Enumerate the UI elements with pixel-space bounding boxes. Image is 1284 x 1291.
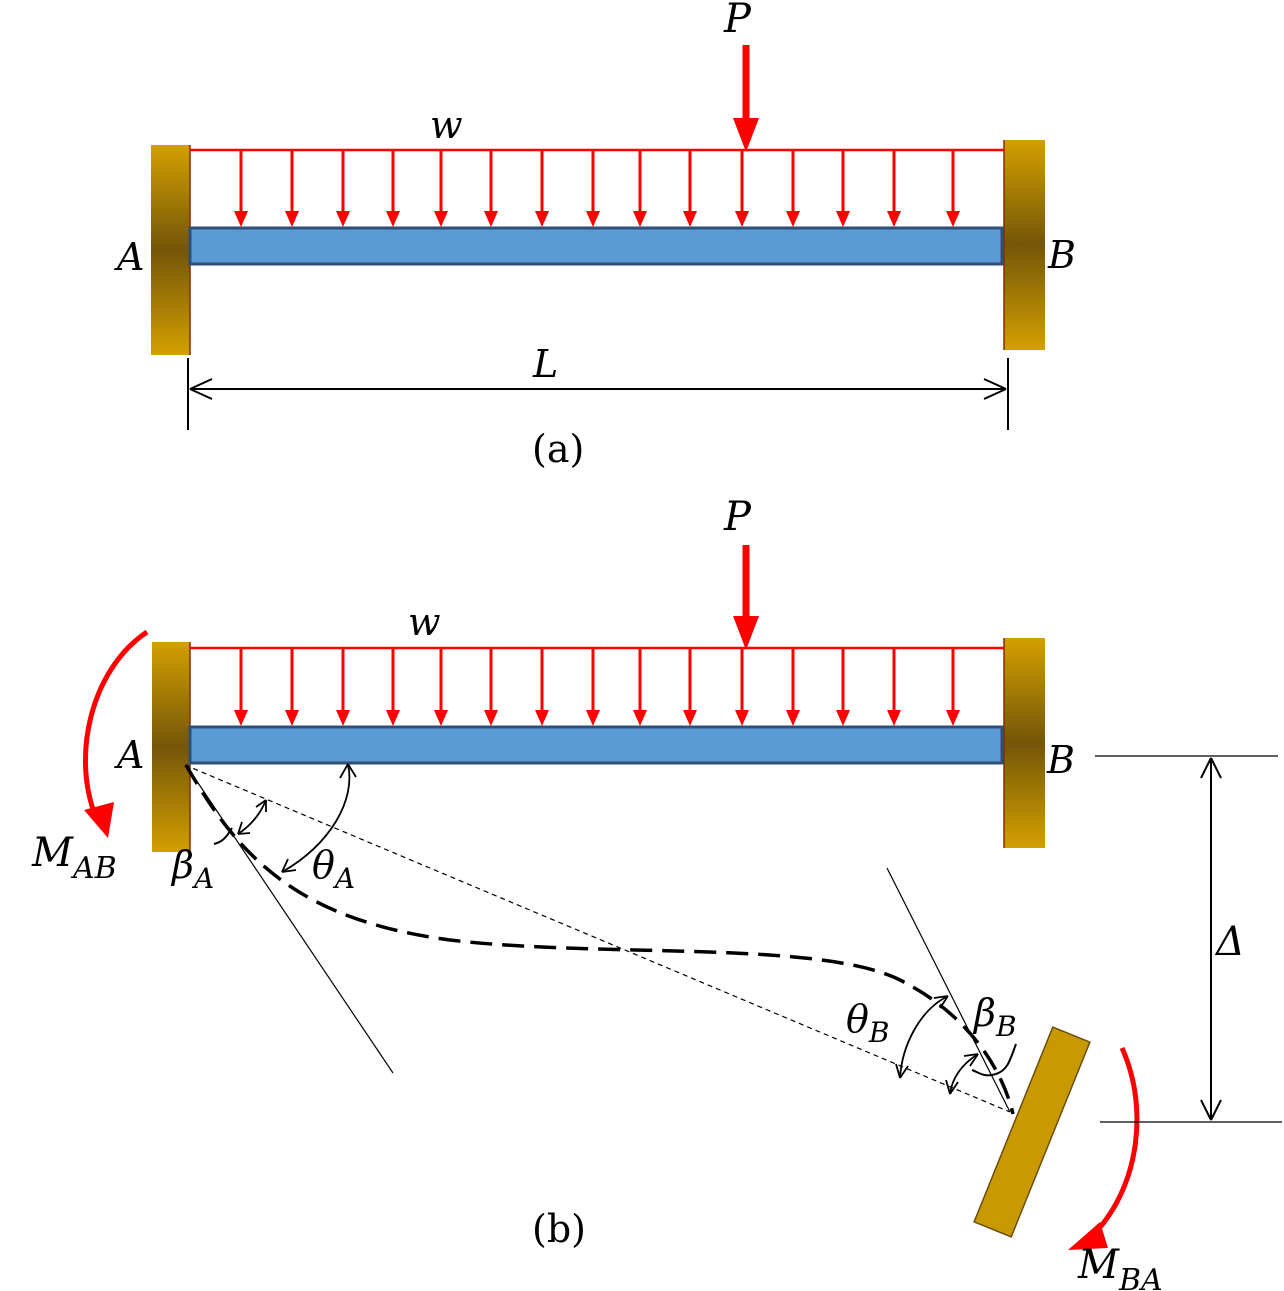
label-theta-a: θA	[312, 843, 355, 895]
load-arrowhead-a-7	[535, 211, 549, 227]
theta-b-arc	[899, 995, 949, 1079]
tangent-line-b	[886, 867, 1011, 1113]
beam-b	[188, 725, 1004, 765]
load-arrowhead-a-1	[234, 211, 248, 227]
load-arrowhead-a-12	[786, 211, 800, 227]
load-arrowhead-b-2	[285, 710, 299, 726]
wall-b	[1003, 140, 1045, 350]
load-arrowhead-b-11	[735, 710, 749, 726]
theta-b-arrowhead-top	[933, 995, 949, 1009]
theta-a-arrowhead-top	[339, 763, 357, 779]
load-arrowhead-a-2	[285, 211, 299, 227]
caption-b: (b)	[532, 1207, 586, 1251]
load-arrowhead-a-5	[434, 211, 448, 227]
theta-a-arrowhead-bottom	[281, 858, 297, 873]
beam-a	[188, 226, 1004, 266]
label-b-a: B	[1047, 233, 1076, 277]
point-load-arrowhead-a	[733, 118, 759, 152]
load-arrowhead-a-8	[586, 211, 600, 227]
beta-b-arrowhead-bottom	[945, 1079, 959, 1095]
distributed-load-arrows-b	[234, 649, 960, 726]
load-arrowhead-b-4	[386, 710, 400, 726]
moment-ab-arrowhead	[84, 802, 114, 838]
load-arrowhead-b-5	[434, 710, 448, 726]
diagram-b: P w A B MAB MBA βA θA θB βB Δ (b)	[31, 494, 1282, 1291]
label-m-ba: MBA	[1077, 1242, 1163, 1291]
load-arrowhead-a-11	[735, 211, 749, 227]
label-w-a: w	[430, 103, 463, 147]
label-p-b: P	[723, 494, 752, 540]
label-p-a: P	[723, 0, 752, 42]
beta-b-brace	[971, 1043, 1017, 1077]
load-arrowhead-a-4	[386, 211, 400, 227]
label-a-b: A	[114, 733, 144, 777]
load-arrowhead-b-12	[786, 710, 800, 726]
dim-arrowhead-left	[189, 378, 213, 400]
beta-a-brace	[213, 827, 233, 845]
label-beta-b: βB	[972, 991, 1017, 1043]
moment-ab-arrow	[82, 629, 149, 824]
beta-a-arrowhead-bottom	[237, 821, 251, 835]
label-b-b: B	[1046, 738, 1075, 782]
load-arrowhead-a-15	[946, 211, 960, 227]
load-arrowhead-b-14	[887, 710, 901, 726]
delta-arrowhead-top	[1200, 757, 1222, 779]
beta-a-arc	[237, 799, 267, 835]
load-arrowhead-a-14	[887, 211, 901, 227]
tangent-line-a	[185, 764, 394, 1074]
label-theta-b: θB	[846, 997, 889, 1049]
deflected-shape	[184, 764, 1015, 1115]
load-arrowhead-a-9	[633, 211, 647, 227]
load-arrowhead-b-1	[234, 710, 248, 726]
load-arrowhead-b-10	[683, 710, 697, 726]
theta-b-arrowhead-bottom	[895, 1063, 909, 1079]
theta-a-arc	[281, 763, 351, 873]
load-arrowhead-a-13	[836, 211, 850, 227]
load-arrowhead-b-13	[836, 710, 850, 726]
load-arrowhead-b-3	[336, 710, 350, 726]
wall-a	[151, 145, 191, 355]
beta-b-arc	[949, 1053, 979, 1095]
moment-ba-arrow	[1090, 1046, 1140, 1238]
diagram-a: P w A B L (a)	[114, 0, 1076, 471]
load-arrowhead-b-7	[535, 710, 549, 726]
label-w-b: w	[408, 600, 441, 644]
beta-b-arrowhead-top	[963, 1053, 979, 1067]
caption-a: (a)	[532, 427, 584, 471]
wall-b-b	[1003, 638, 1045, 848]
load-arrowhead-a-6	[484, 211, 498, 227]
load-arrowhead-b-6	[484, 710, 498, 726]
moment-ba-arrowhead	[1068, 1222, 1108, 1250]
load-arrowhead-b-9	[633, 710, 647, 726]
distributed-load-arrows-a	[234, 151, 960, 227]
label-beta-a: βA	[170, 843, 214, 895]
wall-a-b	[152, 642, 191, 852]
label-m-ab: MAB	[31, 830, 117, 886]
label-l: L	[532, 342, 558, 386]
chord-line	[184, 764, 1011, 1113]
delta-arrowhead-bottom	[1200, 1099, 1222, 1121]
load-arrowhead-b-8	[586, 710, 600, 726]
load-arrowhead-a-3	[336, 211, 350, 227]
wall-b-displaced	[973, 1026, 1091, 1238]
label-delta: Δ	[1214, 919, 1245, 965]
dim-arrowhead-right	[983, 378, 1007, 400]
label-a-a: A	[114, 235, 144, 279]
load-arrowhead-b-15	[946, 710, 960, 726]
load-arrowhead-a-10	[683, 211, 697, 227]
beta-a-arrowhead-top	[255, 799, 267, 812]
point-load-arrowhead-b	[733, 616, 759, 650]
